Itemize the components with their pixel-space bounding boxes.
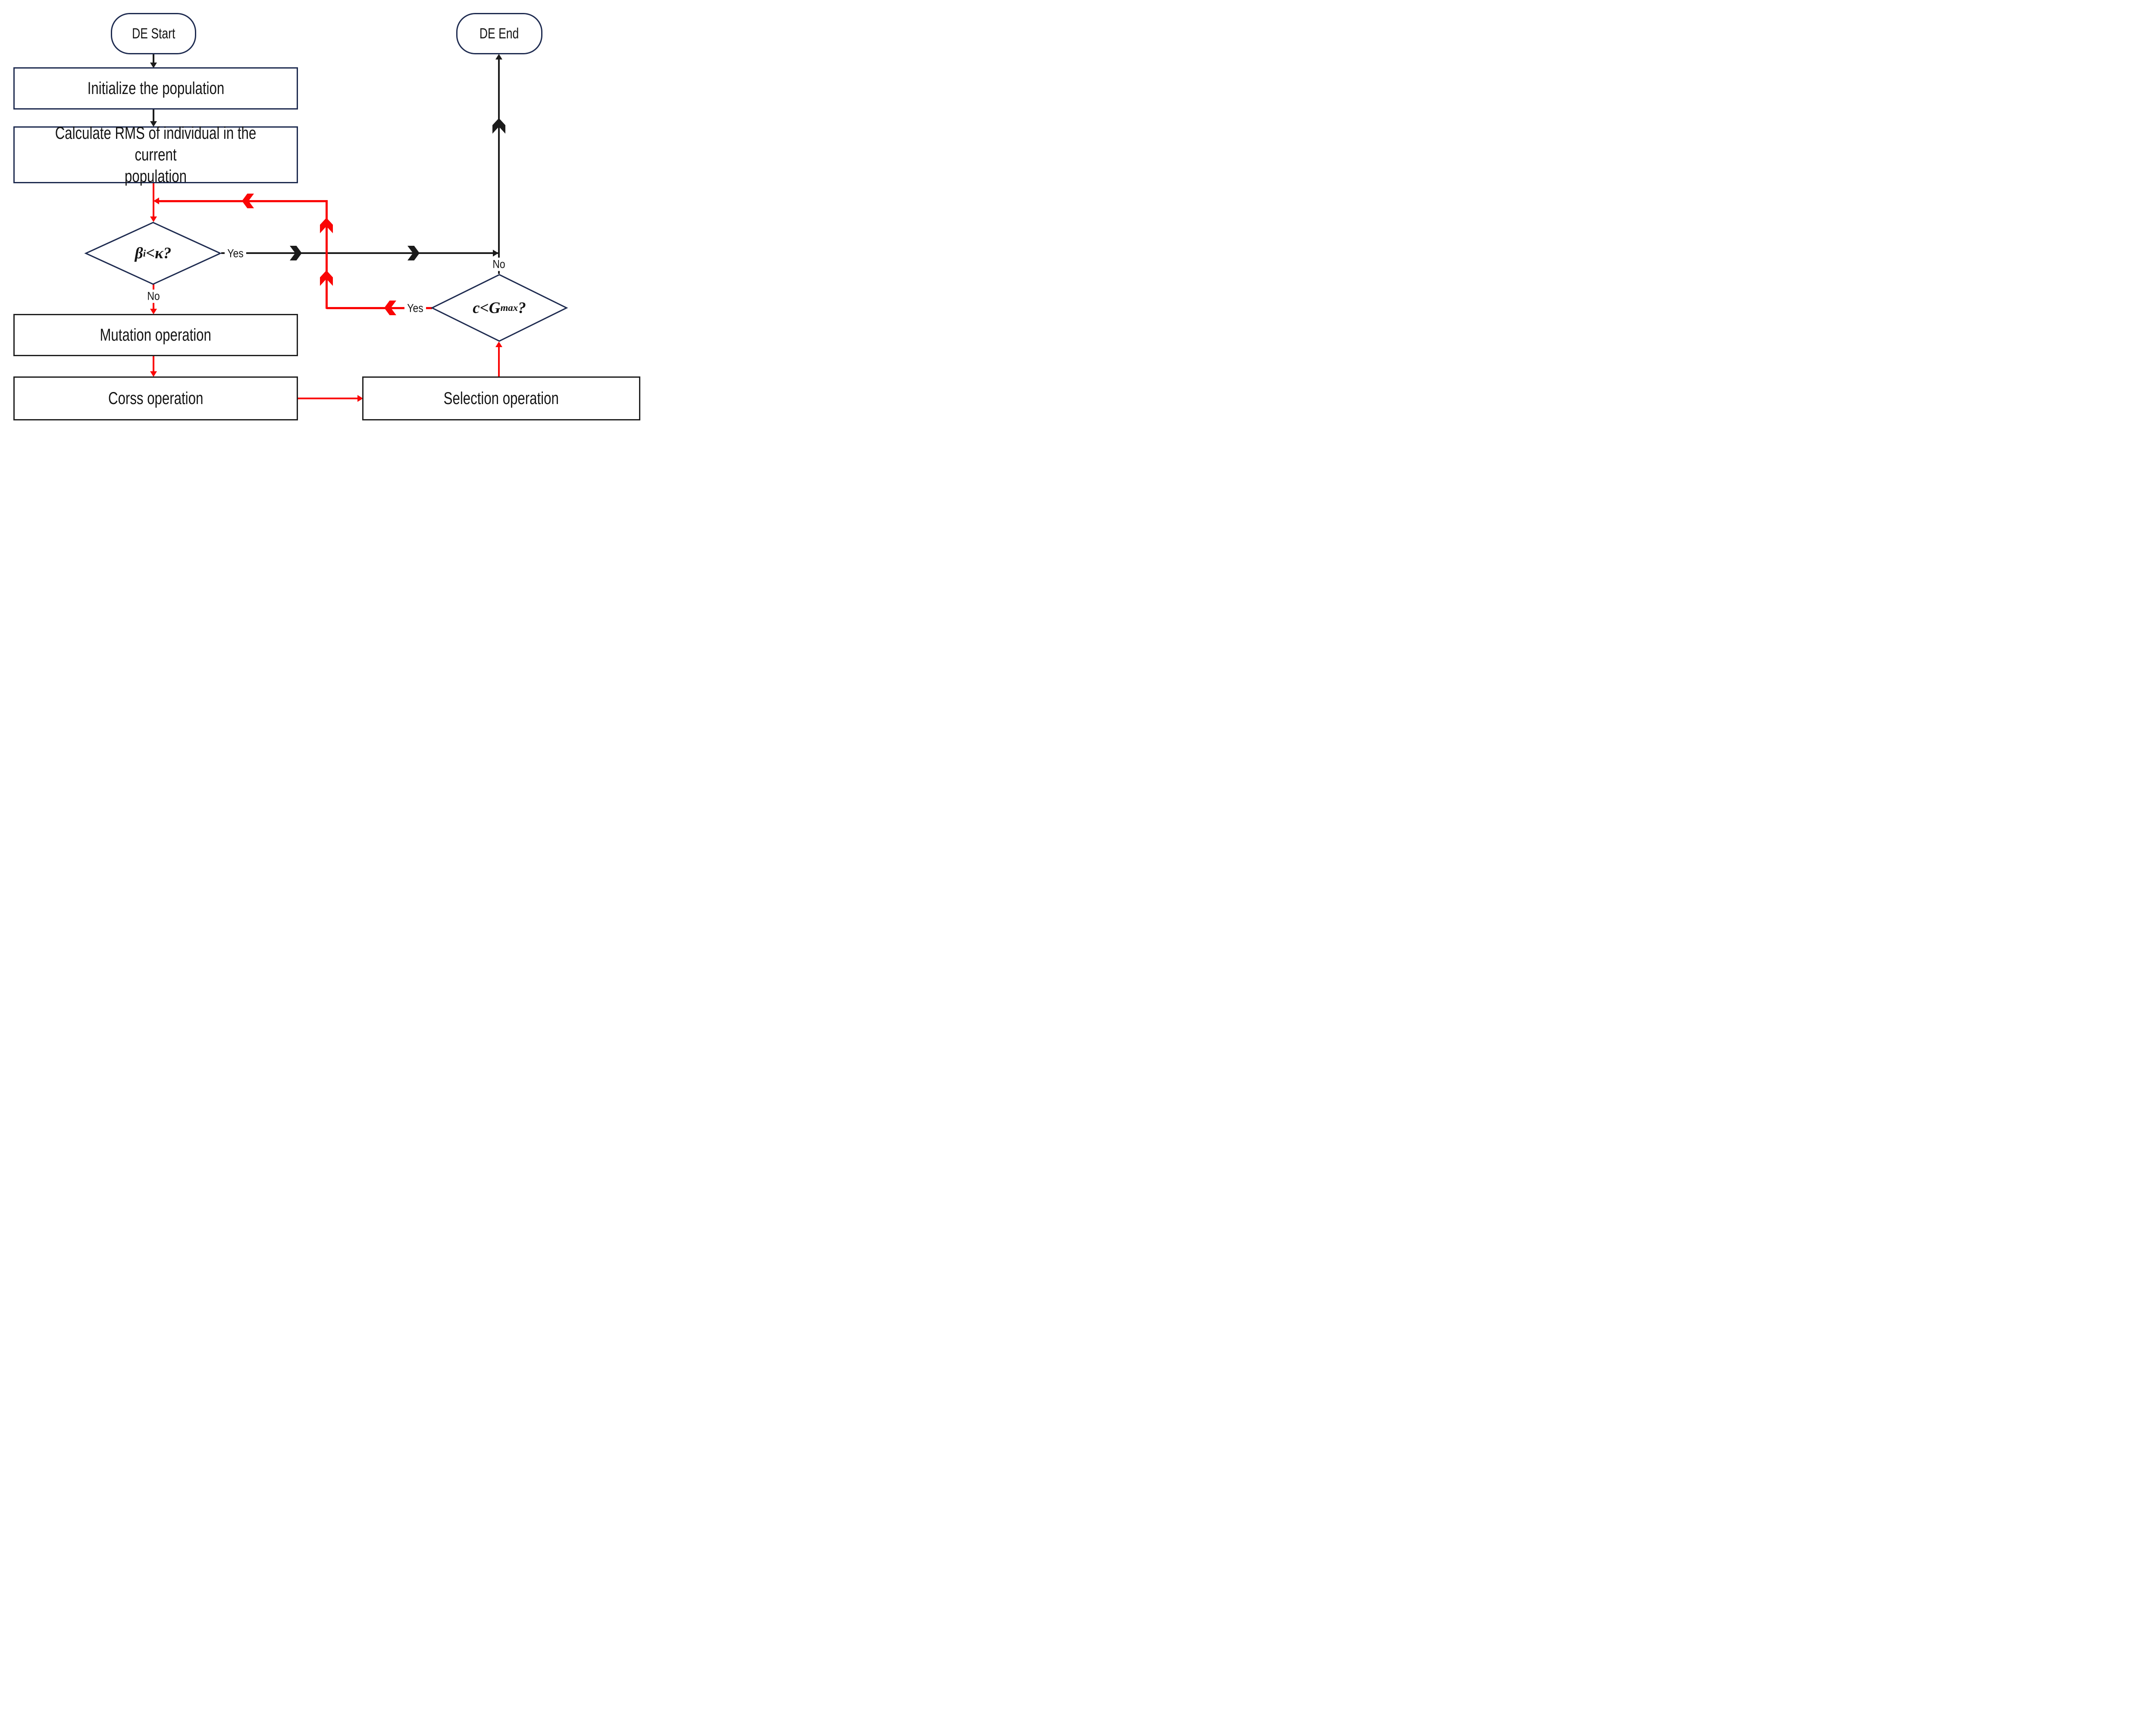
- edge-d2-no-to-end: [498, 58, 500, 274]
- arrowhead-to-selection: [357, 395, 363, 402]
- edge-d1-no-stub: [153, 284, 154, 290]
- selection-operation-label: Selection operation: [443, 389, 559, 408]
- mutation-operation-label: Mutation operation: [100, 326, 212, 345]
- edge-loop-vertical: [326, 200, 328, 309]
- arrowhead-start-to-init: [150, 63, 157, 68]
- edge-loop-top: [155, 200, 326, 202]
- initialize-population-label: Initialize the population: [87, 79, 224, 98]
- calculate-rms-label: Calculate RMS of individual in the curre…: [55, 124, 257, 186]
- edge-d1-yes: [221, 252, 499, 254]
- arrowhead-to-end: [495, 54, 502, 60]
- arrowhead-to-mutation: [150, 309, 157, 314]
- cross-operation-label: Corss operation: [108, 389, 204, 408]
- d2-no-label: No: [490, 257, 508, 271]
- arrowhead-to-d2: [495, 342, 502, 347]
- start-node: DE Start: [111, 13, 196, 54]
- arrowhead-to-cross: [150, 371, 157, 377]
- selection-operation-box: Selection operation: [362, 376, 640, 420]
- arrowhead-calc-to-d1: [150, 216, 157, 222]
- arrowhead-d1-yes-junction: [493, 250, 498, 257]
- initialize-population-box: Initialize the population: [13, 67, 298, 110]
- calculate-rms-box: Calculate RMS of individual in the curre…: [13, 124, 298, 186]
- decision-diamond-shape: [84, 222, 222, 285]
- d2-yes-label: Yes: [404, 301, 426, 315]
- edge-start-to-init: [153, 54, 154, 64]
- start-label: DE Start: [132, 25, 175, 42]
- edge-cross-to-selection: [298, 398, 359, 399]
- edge-no-to-mutation: [153, 303, 154, 310]
- decision-diamond-shape: [430, 274, 568, 342]
- end-label: DE End: [479, 25, 519, 42]
- arrowhead-init-to-calc: [150, 121, 157, 127]
- end-node: DE End: [456, 13, 542, 54]
- d1-yes-label: Yes: [224, 247, 247, 260]
- mutation-operation-box: Mutation operation: [13, 314, 298, 356]
- edge-init-to-calc: [153, 110, 154, 122]
- edge-selection-to-d2: [498, 345, 500, 376]
- arrowhead-loop-merge: [154, 197, 159, 204]
- cross-operation-box: Corss operation: [13, 376, 298, 420]
- edge-mutation-to-cross: [153, 356, 154, 373]
- edge-d2-yes: [326, 307, 432, 309]
- d1-no-label: No: [144, 289, 163, 303]
- flowchart-canvas: DE Start DE End Initialize the populatio…: [0, 0, 652, 433]
